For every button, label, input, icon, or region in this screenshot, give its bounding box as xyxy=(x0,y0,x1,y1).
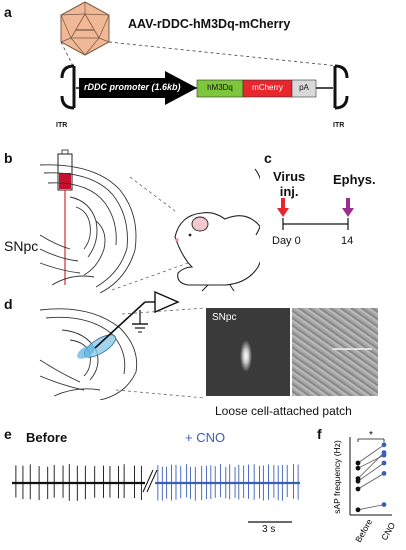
f-pair-line xyxy=(357,444,385,464)
electrode-icon xyxy=(94,290,180,349)
f-point-cno xyxy=(381,452,387,458)
cno-label: + CNO xyxy=(185,430,226,445)
virus-name: AAV-rDDC-hM3Dq-mCherry xyxy=(128,17,291,31)
segment-pa-label: pA xyxy=(299,83,309,92)
panel-e-label: e xyxy=(4,426,12,442)
f-point-cno xyxy=(381,442,387,448)
f-point-before xyxy=(355,460,361,466)
event-ephys: Ephys. xyxy=(333,172,376,187)
segment-pa xyxy=(291,79,317,98)
event-virus-injection: Virus inj. xyxy=(273,169,306,199)
snpc-label-b: SNpc xyxy=(4,238,39,254)
panel-a-label: a xyxy=(4,4,12,20)
f-point-before xyxy=(355,465,361,471)
f-point-cno xyxy=(381,502,387,507)
day-end-label: 14 xyxy=(341,235,354,247)
brain-section-drawing xyxy=(39,164,137,294)
syringe-icon xyxy=(57,149,73,285)
itr-left-label: ITR xyxy=(56,122,68,129)
before-label: Before xyxy=(26,430,68,445)
promoter-label: rDDC promoter (1.6kb) xyxy=(84,82,181,92)
f-pair-line xyxy=(357,504,385,511)
promoter-arrow xyxy=(79,71,197,105)
f-pair-line xyxy=(357,462,385,482)
panel-f-label: f xyxy=(317,426,322,442)
itr-right-shape xyxy=(333,64,349,110)
f-ylabel: sAP frequency (Hz) xyxy=(332,440,342,514)
segment-hm3dq-label: hM3Dq xyxy=(207,83,233,92)
panel-c-timeline xyxy=(277,198,354,230)
mouse-drawing xyxy=(174,168,260,292)
f-point-cno xyxy=(381,460,387,466)
f-point-cno xyxy=(381,471,387,476)
panel-a-construct xyxy=(60,1,349,110)
f-xtick-before: Before xyxy=(353,517,374,544)
trace-before xyxy=(12,464,145,501)
scale-bar-label: 3 s xyxy=(262,524,276,535)
brain-slice-drawing xyxy=(39,308,138,400)
panel-d-drawing xyxy=(39,290,206,400)
f-point-before xyxy=(355,507,361,513)
fluorescence-image: SNpc xyxy=(206,308,290,396)
f-xtick-cno: CNO xyxy=(379,520,397,542)
segment-mcherry-label: mCherry xyxy=(252,83,283,92)
itr-left-shape xyxy=(60,64,76,110)
itr-right-label: ITR xyxy=(333,122,345,129)
pipette-trace xyxy=(332,348,372,350)
trace-cno xyxy=(155,464,300,501)
significance-star: * xyxy=(369,430,373,441)
f-point-before xyxy=(355,486,361,492)
panel-e-traces xyxy=(12,464,300,523)
panel-f-chart: * sAP frequency (Hz) Before CNO xyxy=(332,430,397,544)
f-axes xyxy=(349,437,392,516)
panel-c-label: c xyxy=(264,150,272,166)
panel-d-label: d xyxy=(4,296,13,312)
snpc-label-d: SNpc xyxy=(212,312,237,323)
virus-icon xyxy=(60,1,110,56)
f-pair-line xyxy=(357,454,385,469)
purple-arrow-icon xyxy=(342,198,354,217)
f-points xyxy=(355,442,387,513)
f-pair-line xyxy=(357,473,385,490)
f-lines xyxy=(357,444,385,511)
patch-caption: Loose cell-attached patch xyxy=(215,404,352,418)
red-arrow-icon xyxy=(277,198,289,217)
day-start-label: Day 0 xyxy=(272,235,301,247)
brightfield-image xyxy=(292,308,378,396)
axis-break-icon xyxy=(142,469,158,493)
panel-b-drawing xyxy=(39,149,260,294)
panel-b-label: b xyxy=(4,150,13,166)
f-point-before xyxy=(355,476,361,481)
